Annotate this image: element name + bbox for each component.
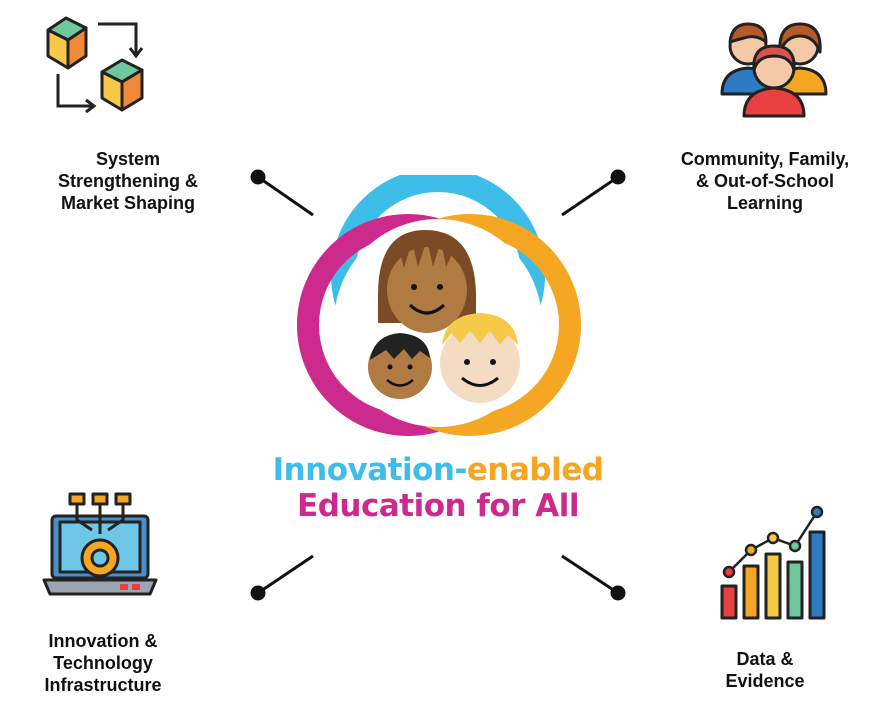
- label-line: Strengthening &: [58, 171, 198, 191]
- label-line: Innovation &: [48, 631, 158, 651]
- growth-bar-chart-icon: [720, 505, 826, 620]
- title-line-1: Innovation-enabled: [238, 452, 638, 488]
- cubes-exchange-icon: [46, 16, 144, 114]
- connector-dot-top-right: [610, 169, 626, 185]
- pillar-label-data-evidence: Data & Evidence: [690, 648, 840, 692]
- connector-top-left: [257, 175, 314, 217]
- title-part-enabled: enabled: [466, 452, 604, 488]
- label-line: Infrastructure: [44, 675, 162, 695]
- label-line: Data &: [736, 649, 794, 669]
- label-line: & Out-of-School: [696, 171, 834, 191]
- label-line: Market Shaping: [60, 193, 196, 213]
- pillar-label-system-strengthening: System Strengthening & Market Shaping: [28, 148, 228, 214]
- connector-dot-bottom-left: [250, 585, 266, 601]
- label-line: Technology: [53, 653, 153, 673]
- title-part-innovation: Innovation-: [272, 452, 468, 488]
- laptop-gear-network-icon: [42, 492, 158, 596]
- title-line-2: Education for All: [297, 488, 579, 524]
- diagram-title: Innovation-enabled Education for All: [238, 452, 638, 524]
- label-line: Learning: [726, 193, 803, 213]
- label-line: Evidence: [725, 671, 805, 691]
- connector-dot-bottom-right: [610, 585, 626, 601]
- pillar-label-innovation-technology: Innovation & Technology Infrastructure: [8, 630, 198, 696]
- pillar-label-community-family: Community, Family, & Out-of-School Learn…: [660, 148, 870, 214]
- children-faces-icon: [297, 175, 581, 436]
- family-group-icon: [720, 22, 828, 118]
- connector-bottom-left: [257, 554, 314, 595]
- label-line: System: [95, 149, 161, 169]
- connector-top-right: [561, 175, 619, 217]
- connector-dot-top-left: [250, 169, 266, 185]
- label-line: Community, Family,: [680, 149, 850, 169]
- connector-bottom-right: [561, 554, 619, 595]
